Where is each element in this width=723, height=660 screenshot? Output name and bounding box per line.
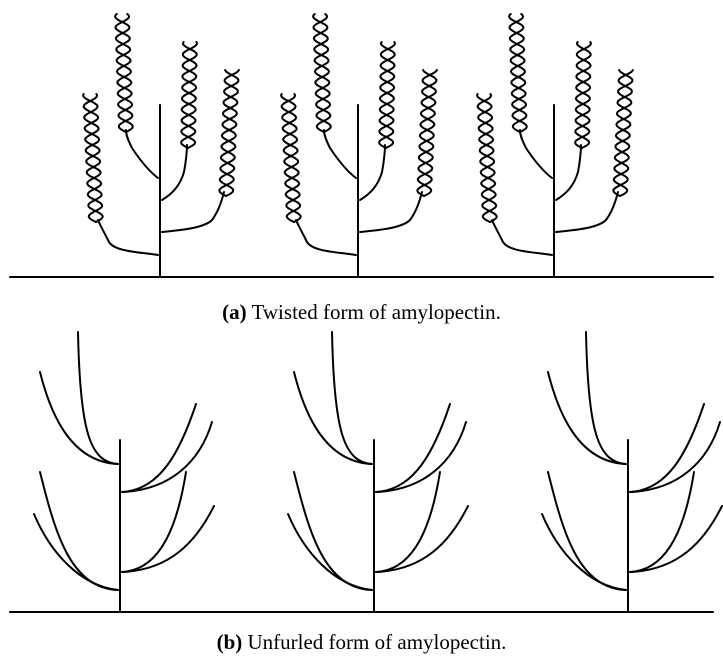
branch-connector — [324, 130, 356, 178]
left-arc — [294, 472, 372, 590]
panel-b-diagram — [0, 322, 723, 622]
twisted-unit-2 — [281, 14, 437, 277]
left-arc — [78, 332, 118, 464]
unfurled-unit-3 — [542, 332, 722, 612]
right-arc — [376, 422, 466, 492]
left-arc — [542, 514, 626, 590]
twisted-unit-3 — [477, 14, 633, 277]
left-arc — [40, 472, 118, 590]
branch-connector — [98, 220, 158, 255]
right-arc — [122, 422, 212, 492]
branch-connector — [296, 220, 356, 255]
helix-strand — [478, 94, 497, 222]
panel-b-caption-text: Unfurled form of amylopectin. — [248, 630, 507, 654]
panel-b-label: (b) — [217, 630, 243, 654]
left-arc — [288, 514, 372, 590]
branch-connector — [556, 192, 618, 232]
panel-a-caption: (a) Twisted form of amylopectin. — [0, 302, 723, 323]
unfurled-unit-2 — [288, 332, 468, 612]
branch-connector — [360, 145, 385, 200]
left-arc — [586, 332, 626, 464]
twisted-unit-1 — [83, 14, 239, 277]
right-arc — [630, 506, 722, 572]
branch-connector — [126, 130, 158, 178]
branch-connector — [162, 145, 187, 200]
right-arc — [376, 506, 468, 572]
left-arc — [294, 372, 372, 464]
left-arc — [332, 332, 372, 464]
left-arc — [40, 372, 118, 464]
panel-a-label: (a) — [222, 300, 247, 324]
branch-connector — [492, 220, 552, 255]
right-arc — [122, 506, 214, 572]
branch-connector — [360, 192, 422, 232]
left-arc — [548, 372, 626, 464]
branch-connector — [520, 130, 552, 178]
panel-b-caption: (b) Unfurled form of amylopectin. — [0, 632, 723, 653]
branch-connector — [556, 145, 581, 200]
right-arc — [630, 422, 720, 492]
panel-a-caption-text: Twisted form of amylopectin. — [252, 300, 501, 324]
helix-strand — [282, 94, 301, 222]
unfurled-unit-1 — [34, 332, 214, 612]
helix-strand — [84, 94, 103, 222]
branch-connector — [162, 192, 224, 232]
panel-a-diagram — [0, 0, 723, 290]
left-arc — [548, 472, 626, 590]
left-arc — [34, 514, 118, 590]
